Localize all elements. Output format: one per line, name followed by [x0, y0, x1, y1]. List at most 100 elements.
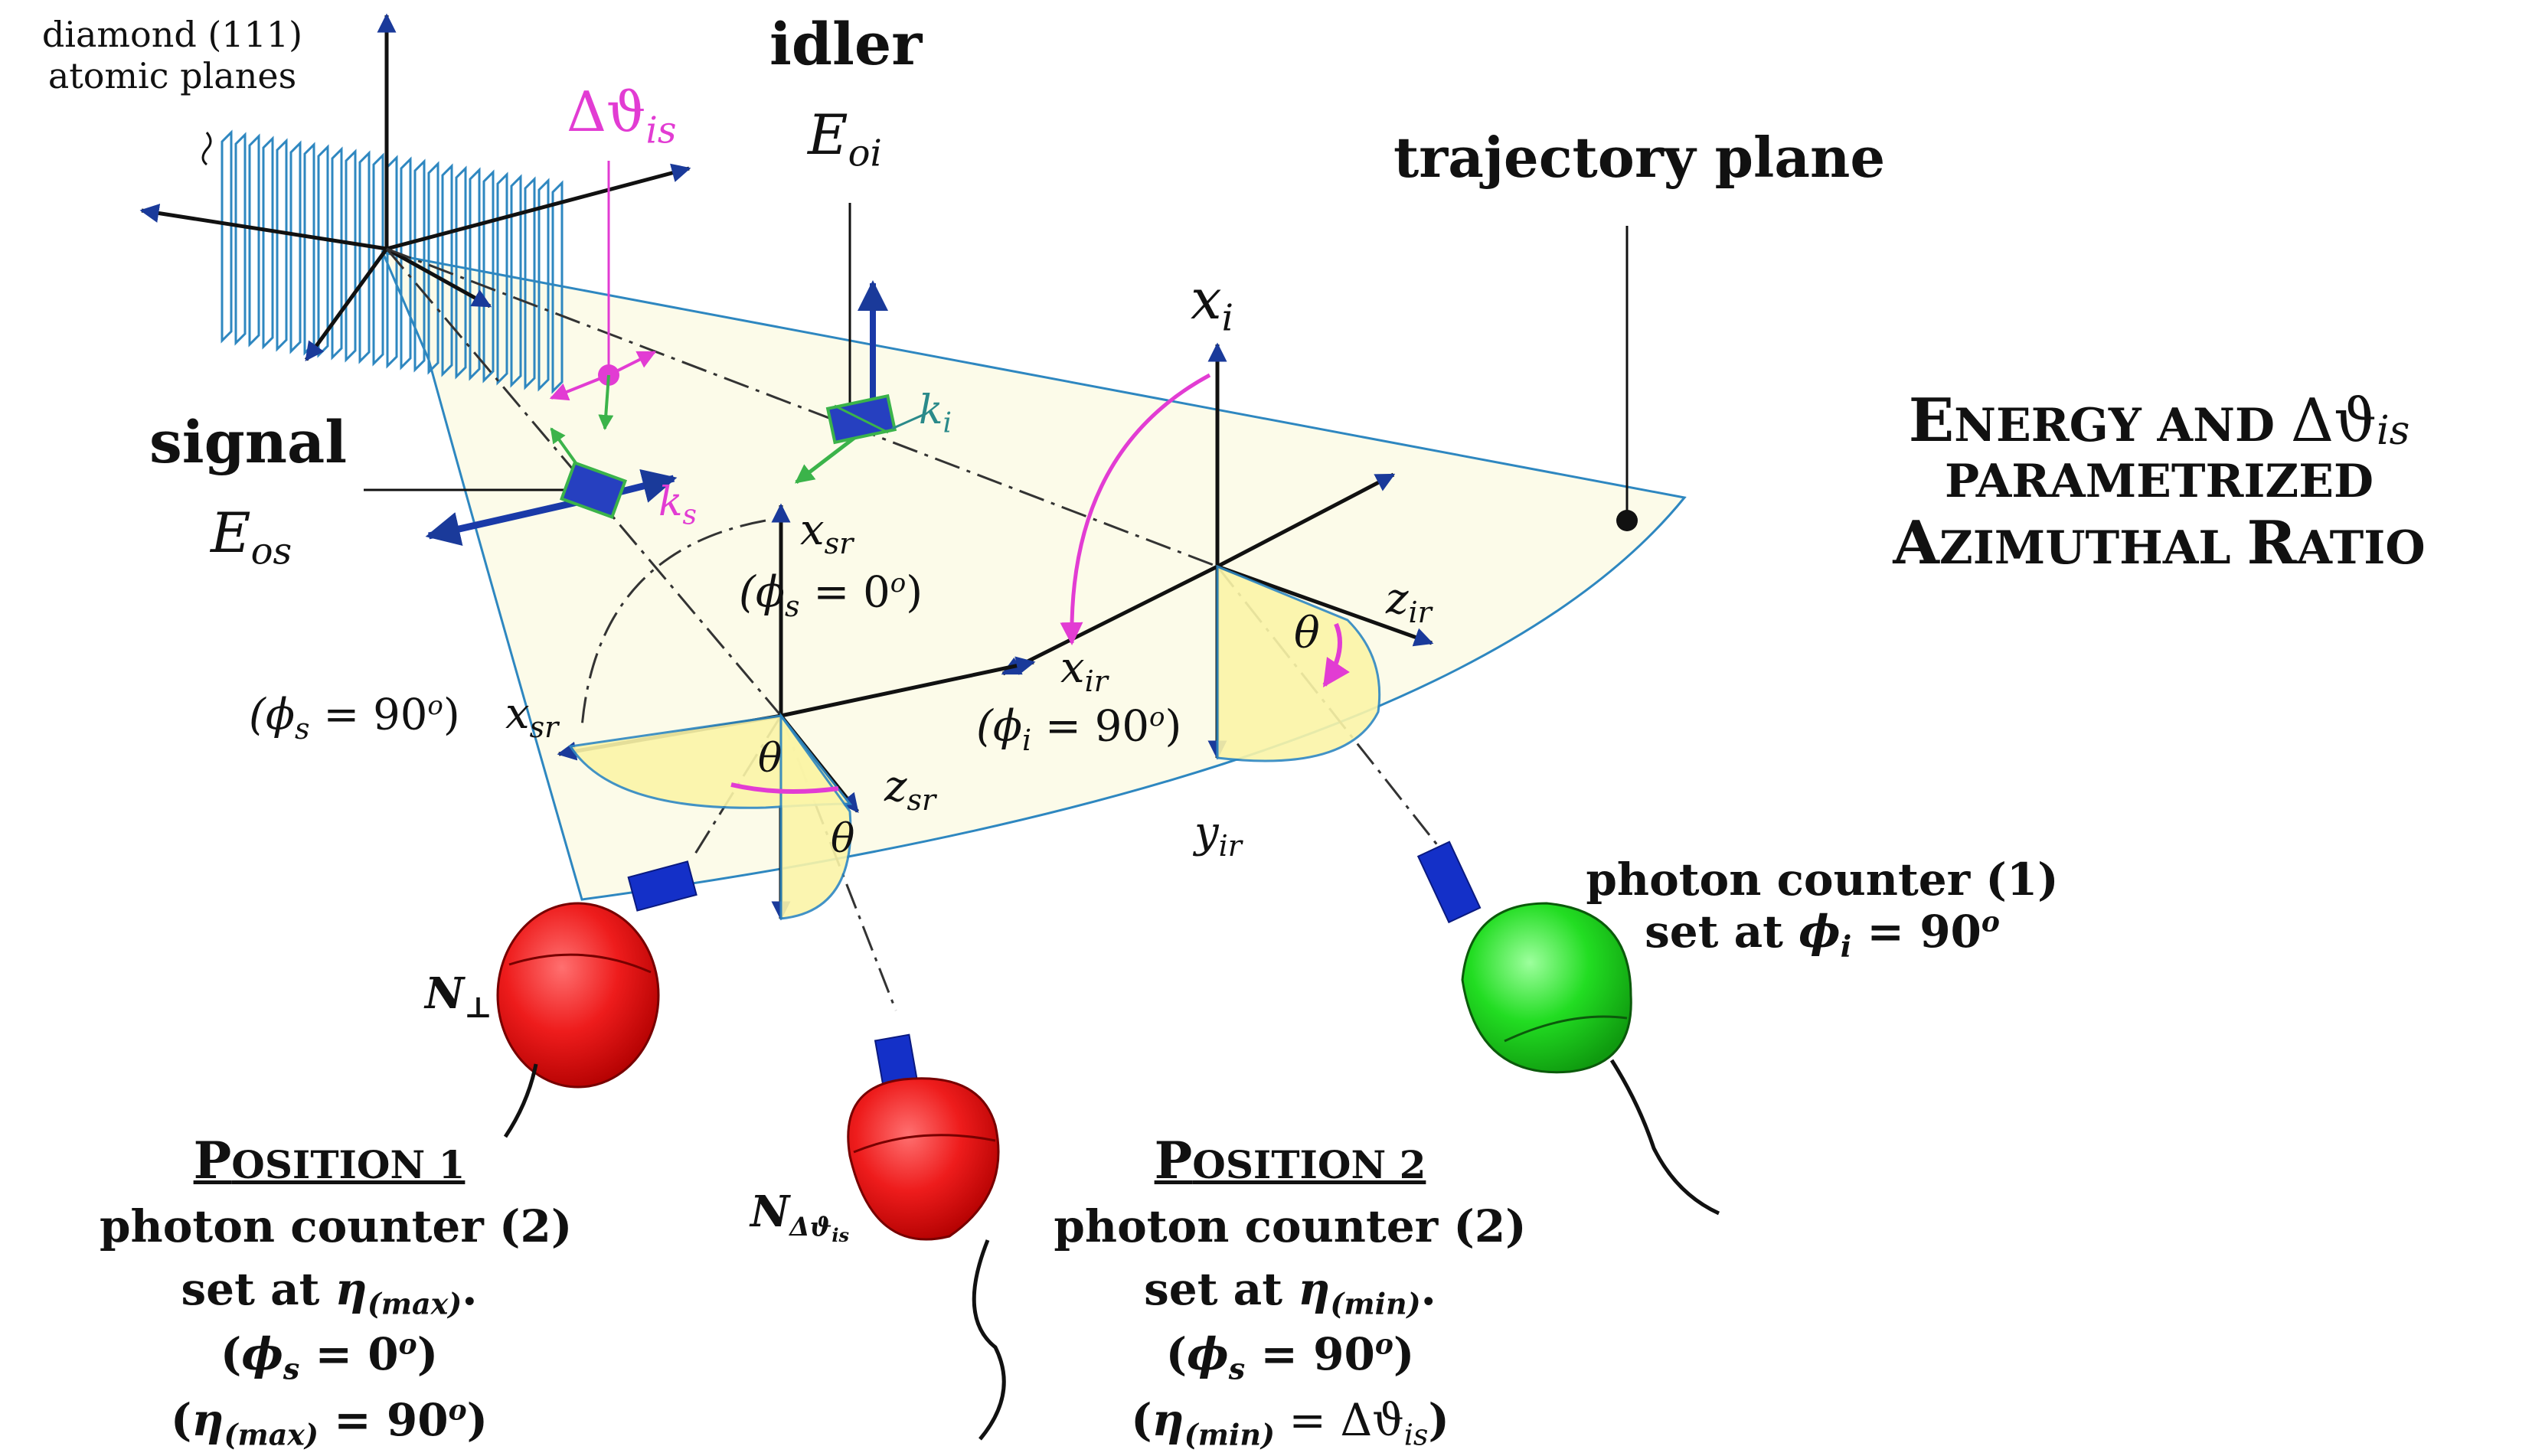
position1-l4-open: ( — [170, 1394, 192, 1447]
position1-heading-cap: P — [193, 1131, 232, 1190]
k-s-sub: s — [682, 499, 697, 531]
counter1-line1: photon counter (1) — [1586, 854, 2059, 906]
idler-energy: Eoi — [808, 107, 882, 171]
title-line3-cap-a: A — [1893, 508, 1939, 579]
position2-line1: photon counter (2) — [1054, 1200, 1527, 1253]
crystal-label-line1: diamond (111) — [41, 14, 303, 55]
position2-l4-eq: = Δϑ — [1274, 1394, 1404, 1447]
k-s-label: ks — [658, 482, 697, 529]
counter1-phi: ϕ — [1799, 906, 1841, 958]
phi-i90-sub: i — [1022, 723, 1032, 757]
counter1-eq: = 90 — [1851, 906, 1981, 958]
n-perp-symbol: N — [425, 968, 465, 1019]
phi-s0-open: (ϕ — [739, 567, 786, 618]
position1-heading-rest: OSITION 1 — [231, 1142, 466, 1187]
position2-l3-open: ( — [1165, 1328, 1188, 1381]
phi-i90-label: (ϕi = 90o) — [976, 704, 1181, 755]
k-i-sub: i — [943, 407, 952, 439]
n-delta-sub-main: Δϑ — [789, 1212, 832, 1243]
counter1-sup: o — [1981, 906, 2000, 939]
position1-line2: set at η(max). — [100, 1258, 559, 1324]
theta-signal-label: θ — [758, 736, 782, 782]
counter-green — [1461, 902, 1720, 1216]
phi-s0-label: (ϕs = 0o) — [739, 570, 923, 621]
n-delta-sub: Δϑis — [789, 1212, 849, 1244]
position2-l3-sup: o — [1374, 1329, 1393, 1362]
delta-theta-symbol: Δϑ — [567, 80, 646, 144]
position2-heading-rest: OSITION 2 — [1192, 1142, 1426, 1187]
signal-energy-E: E — [211, 501, 251, 565]
position1-l3-eq: = 0 — [299, 1328, 399, 1381]
title-line3: AZIMUTHAL RATIO — [1792, 508, 2527, 579]
n-perp-sub: ⊥ — [464, 990, 492, 1025]
counter1-label: photon counter (1) set at ϕi = 90o — [1577, 854, 2067, 965]
y-ir-symbol: y — [1194, 808, 1219, 857]
phi-s0-sup: o — [890, 568, 907, 599]
position2-l3-eq: = 90 — [1245, 1328, 1375, 1381]
position2-l4-sub: (min) — [1184, 1417, 1275, 1452]
x-sr-left-label: xsr — [505, 693, 558, 743]
idler-azimuth-arc — [1060, 373, 1211, 645]
k-s-symbol: k — [658, 479, 683, 525]
title-line1-rest: NERGY AND — [1954, 399, 2291, 452]
signal-energy: Eos — [211, 505, 292, 570]
position1-l3-open: ( — [220, 1328, 242, 1381]
position1-block: POSITION 1 photon counter (2) set at η(m… — [100, 1125, 572, 1455]
position2-eta: η — [1298, 1262, 1331, 1315]
x-i-symbol: x — [1191, 267, 1222, 331]
position1-l3-sup: o — [398, 1329, 417, 1362]
position2-line3: (ϕs = 90o) — [1030, 1324, 1550, 1389]
x-sr-left-symbol: x — [505, 689, 530, 739]
delta-point — [549, 351, 657, 430]
title-line3-rest-r: ATIO — [2296, 521, 2426, 576]
n-delta-label: NΔϑis — [750, 1190, 849, 1245]
delta-theta-sub: is — [645, 109, 677, 152]
theta-signal-vertical-label: θ — [831, 816, 855, 862]
position1-l3-close: ) — [417, 1328, 439, 1381]
n-delta-sub-sub: is — [831, 1223, 850, 1246]
title-line1-delta: Δϑ — [2290, 387, 2377, 455]
signal-theta-arc — [730, 782, 839, 794]
phi-s90-sub: s — [295, 711, 310, 746]
counter1-line2: set at ϕi = 90o — [1577, 906, 2067, 964]
signal-packet — [425, 427, 678, 546]
position1-l4-close: ) — [466, 1394, 488, 1447]
crystal-planes — [221, 129, 564, 394]
x-sr-top-sub: sr — [824, 527, 854, 561]
k-i-label: ki — [919, 390, 952, 437]
idler-packet — [795, 280, 897, 484]
x-ir-sub: ir — [1084, 664, 1108, 699]
grating-3 — [1416, 841, 1482, 924]
counter1-phi-sub: i — [1840, 929, 1852, 965]
counter-red-delta — [847, 1077, 1006, 1441]
position1-l4-sub: (max) — [224, 1417, 319, 1452]
x-i-sub: i — [1221, 296, 1233, 340]
idler-theta-arc — [1322, 622, 1350, 687]
position2-l4-close: ) — [1428, 1394, 1449, 1447]
title-line2: PARAMETRIZED — [1792, 455, 2527, 509]
x-ir-symbol: x — [1060, 643, 1085, 693]
n-perp-label: N⊥ — [425, 972, 492, 1022]
counter1-set-at: set at — [1645, 906, 1799, 958]
grating-1 — [627, 860, 698, 912]
figure-title: ENERGY AND Δϑis PARAMETRIZED AZIMUTHAL R… — [1792, 386, 2527, 579]
position1-line3: (ϕs = 0o) — [100, 1324, 559, 1389]
position2-period: . — [1420, 1262, 1436, 1315]
counter-red-perp — [496, 902, 660, 1138]
title-line1-cap: E — [1908, 386, 1955, 455]
position1-period: . — [462, 1262, 478, 1315]
z-ir-symbol: z — [1386, 574, 1409, 624]
phi-s90-sup: o — [427, 690, 443, 721]
position1-set-at: set at — [181, 1262, 335, 1315]
position1-phi: ϕ — [241, 1328, 283, 1381]
phi-s90-eq: = 90 — [309, 690, 428, 740]
position1-eta: η — [335, 1262, 368, 1315]
x-i-label: xi — [1191, 272, 1233, 336]
phi-i90-close: ) — [1165, 701, 1182, 752]
title-line2-text: PARAMETRIZED — [1944, 455, 2374, 509]
title-line1-sub: is — [2376, 408, 2410, 455]
x-ir-label: xir — [1060, 647, 1108, 699]
idler-energy-E: E — [808, 103, 848, 167]
phi-i90-sup: o — [1148, 702, 1165, 733]
